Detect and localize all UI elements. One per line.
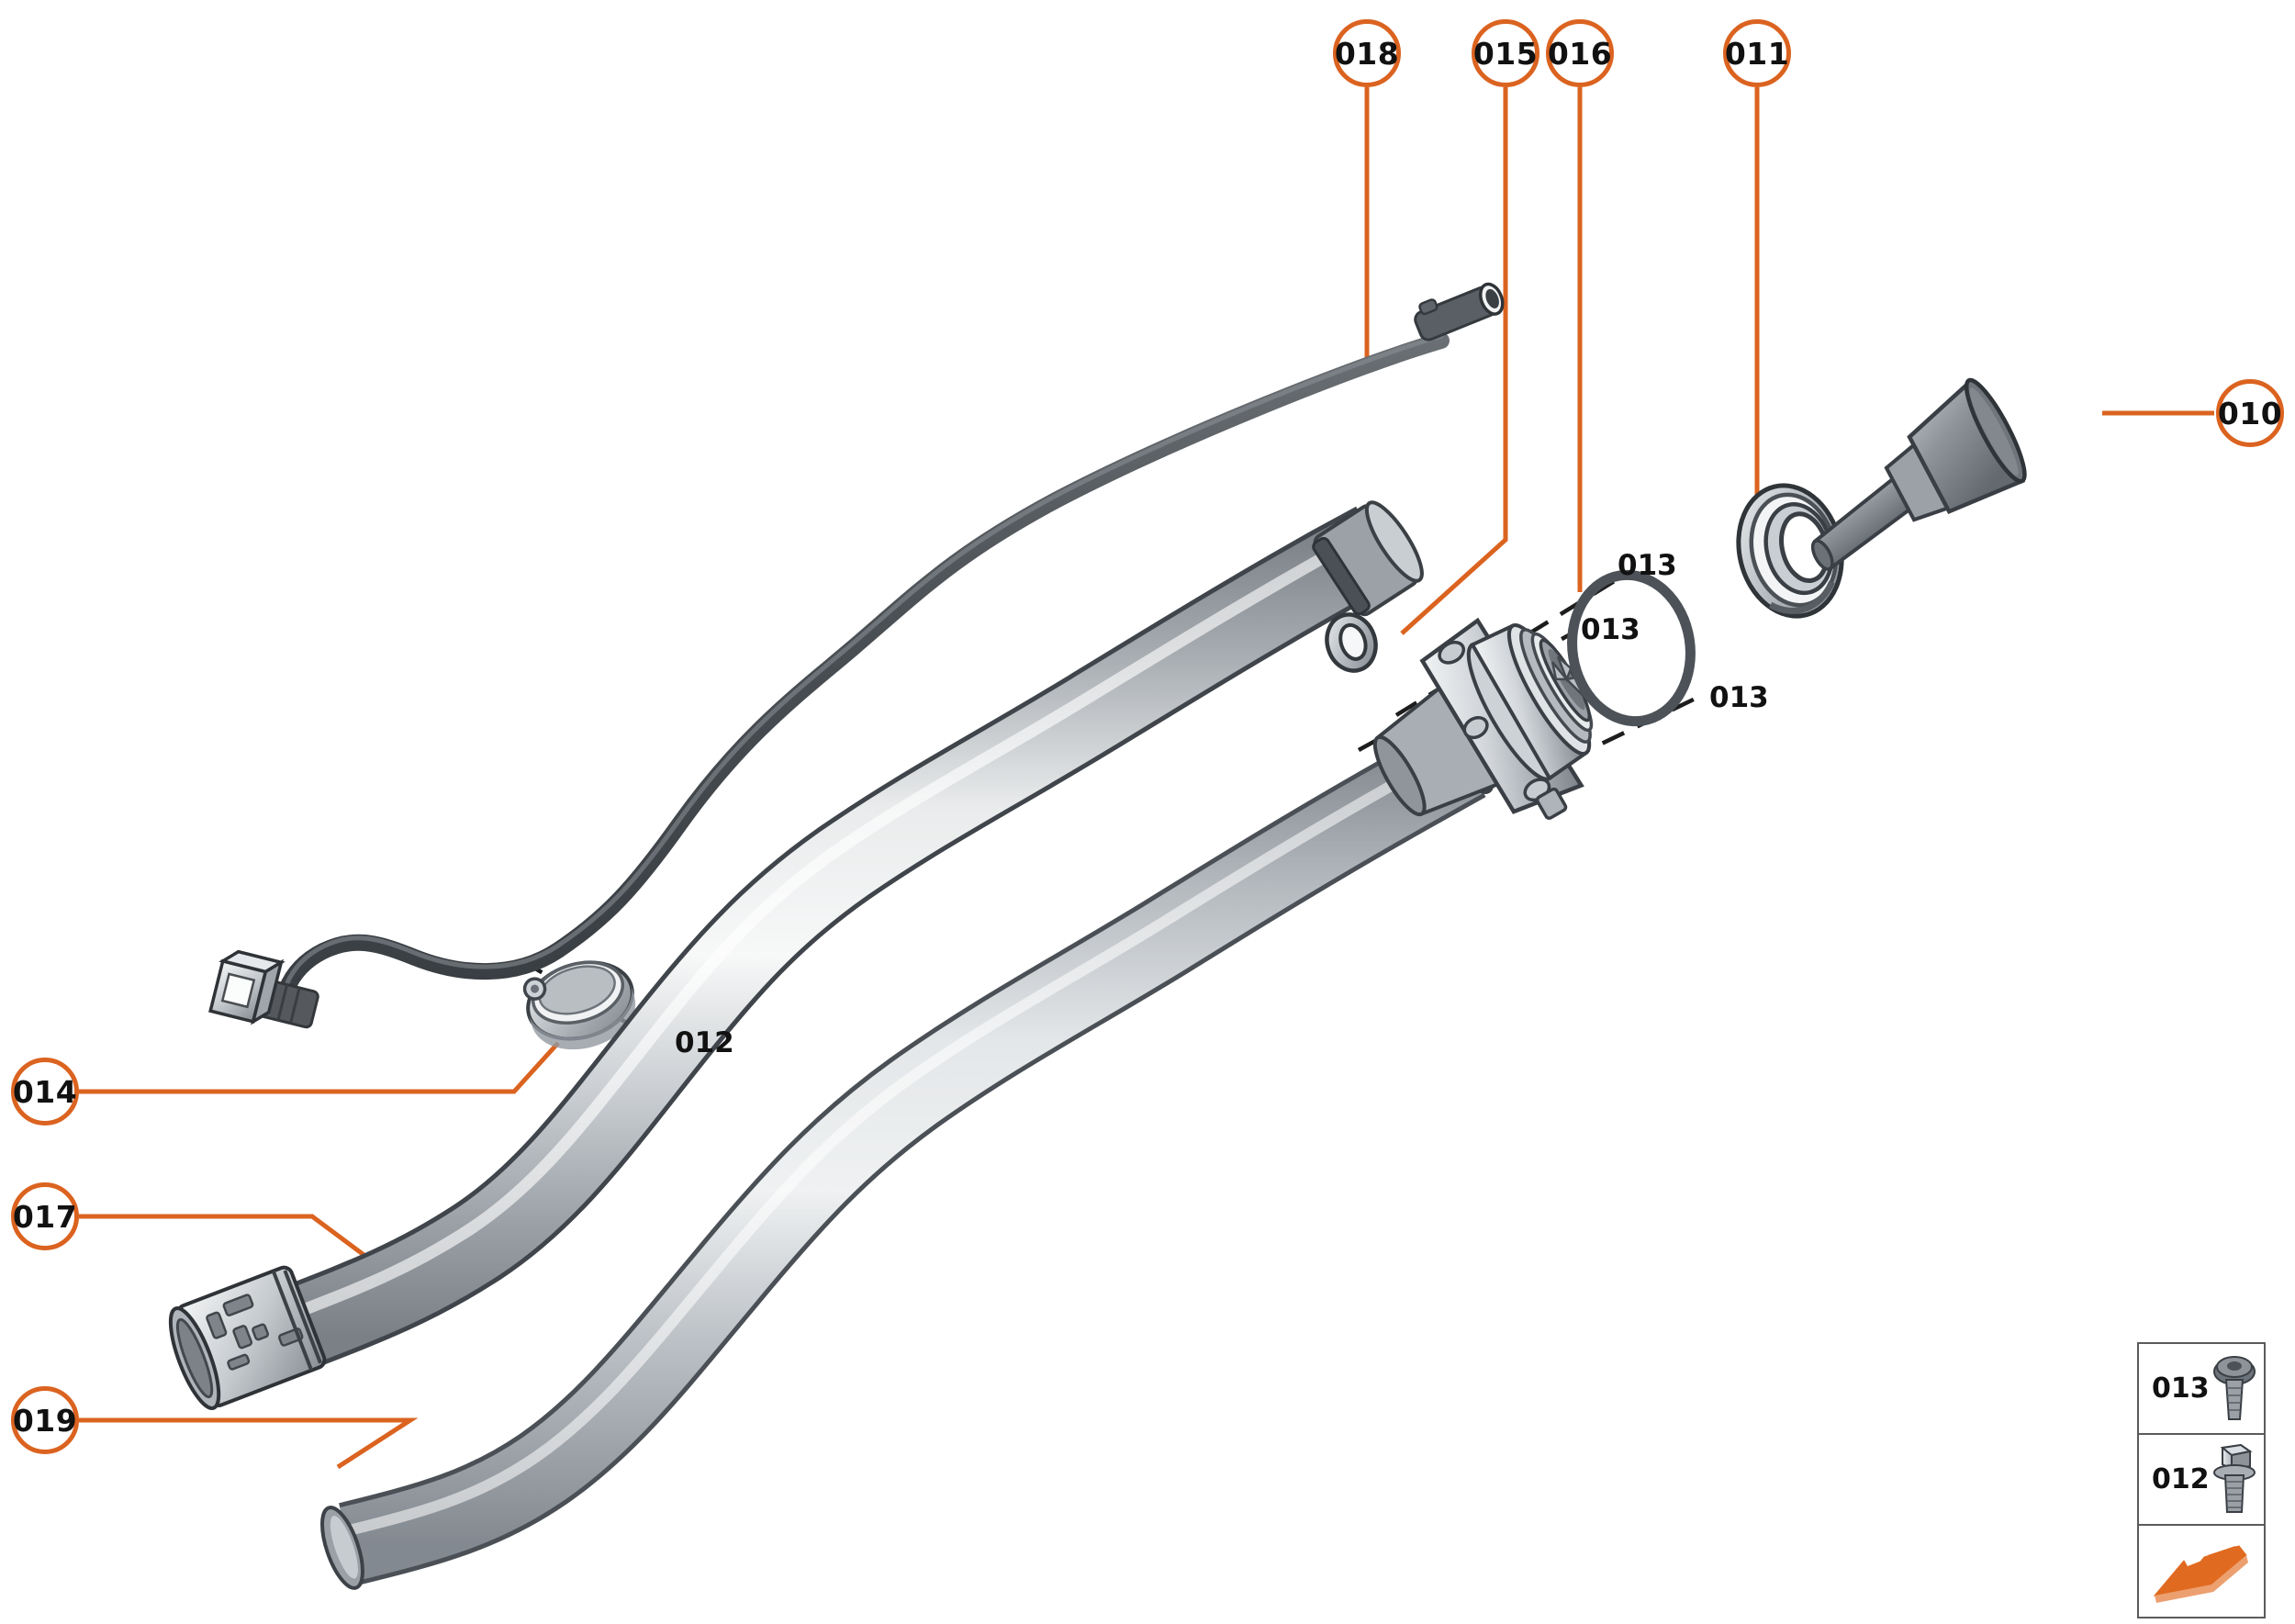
hose-left-open-end	[320, 1506, 364, 1590]
label-012: 012	[675, 1026, 734, 1059]
callout-010[interactable]: 010	[2216, 379, 2284, 447]
label-013-bottom: 013	[1709, 681, 1769, 714]
callout-016-label: 016	[1547, 35, 1613, 72]
callout-017-label: 017	[12, 1198, 78, 1235]
leader-lines	[79, 87, 2214, 1470]
part-018-sensor-cable	[208, 282, 1505, 1029]
legend-row-012: 012	[2139, 1435, 2264, 1526]
part-014-connector	[208, 949, 319, 1029]
orange-direction-arrow-icon	[2139, 1539, 2264, 1605]
part-012-hose-clamp	[522, 960, 636, 1050]
part-015-seal-washer	[1325, 612, 1378, 673]
torx-pan-head-bolt-icon	[2205, 1353, 2264, 1425]
hex-flange-bolt-icon	[2205, 1442, 2264, 1518]
part-019-lower-hose	[320, 722, 1495, 1590]
callout-014-label: 014	[12, 1073, 78, 1110]
legend-row-013: 013	[2139, 1344, 2264, 1435]
legend-row-arrow	[2139, 1526, 2264, 1617]
thermostat-housing	[1372, 617, 1594, 820]
callout-010-label: 010	[2217, 395, 2283, 431]
callout-019-label: 019	[12, 1402, 78, 1439]
pipe-right-socket	[1312, 500, 1424, 617]
label-013-top: 013	[1618, 549, 1677, 582]
legend-row-013-number: 013	[2152, 1372, 2210, 1405]
label-013-middle: 013	[1581, 613, 1640, 646]
callout-014[interactable]: 014	[11, 1058, 79, 1126]
legend-row-012-number: 012	[2152, 1463, 2210, 1495]
part-017-upper-pipe	[168, 500, 1424, 1410]
callout-018-label: 018	[1334, 35, 1400, 72]
callout-017[interactable]: 017	[11, 1182, 79, 1250]
callout-011-label: 011	[1724, 35, 1790, 72]
part-011-grommet-seal	[1736, 483, 1844, 619]
pipe-quick-connect-fitting	[168, 1265, 327, 1410]
part-010-tapered-plug	[1810, 377, 2027, 572]
callout-015[interactable]: 015	[1472, 19, 1539, 87]
legend-box: 013 012	[2137, 1342, 2266, 1618]
callout-015-label: 015	[1472, 35, 1539, 72]
callout-016[interactable]: 016	[1546, 19, 1614, 87]
callout-018[interactable]: 018	[1333, 19, 1401, 87]
callout-011[interactable]: 011	[1723, 19, 1791, 87]
part-016-o-ring	[1567, 569, 1696, 727]
callout-019[interactable]: 019	[11, 1386, 79, 1454]
